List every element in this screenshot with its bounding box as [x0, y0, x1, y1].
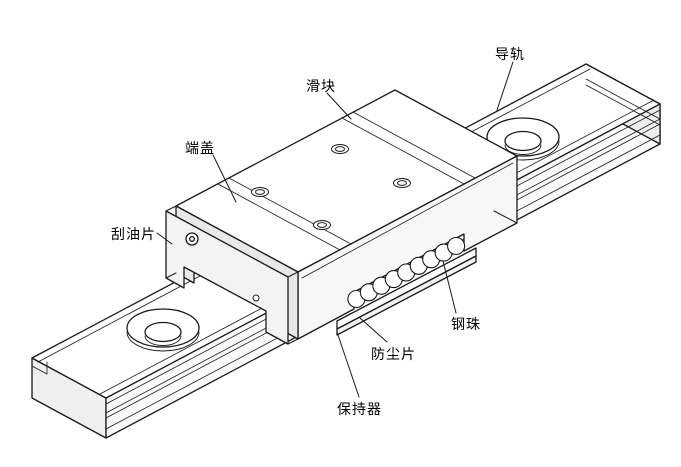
label-slider: 滑块: [306, 78, 336, 94]
label-retainer: 保持器: [337, 401, 382, 417]
slider-end-cap-step-lines: [217, 111, 476, 251]
slider-right-bottom-edge: [493, 210, 518, 224]
label-oil-scraper: 刮油片: [111, 226, 156, 242]
oil-scraper-shape: [165, 205, 299, 345]
label-dust-strip: 防尘片: [371, 346, 416, 362]
end-cap-screw-icon: [252, 294, 260, 302]
label-end-cap: 端盖: [185, 140, 215, 156]
label-rail: 导轨: [495, 46, 525, 62]
slider-front-chamfer-line: [301, 162, 514, 279]
dust-strip-leader-line: [359, 317, 388, 343]
retainer-leader-line: [336, 331, 360, 398]
rail-leader-line: [496, 61, 514, 111]
rail-mounting-hole-left: [126, 308, 200, 352]
steel-balls-shape: [347, 236, 466, 309]
slider-leader-line: [326, 92, 352, 120]
leader-lines: [156, 61, 514, 398]
rail-mounting-hole-right: [486, 117, 560, 161]
label-steel-ball: 钢珠: [451, 316, 481, 332]
slider-top-holes: [251, 144, 411, 230]
end-cap-leader-line: [212, 154, 237, 203]
steel-ball-leader-line: [442, 260, 457, 314]
oil-scraper-leader-line: [156, 232, 173, 245]
